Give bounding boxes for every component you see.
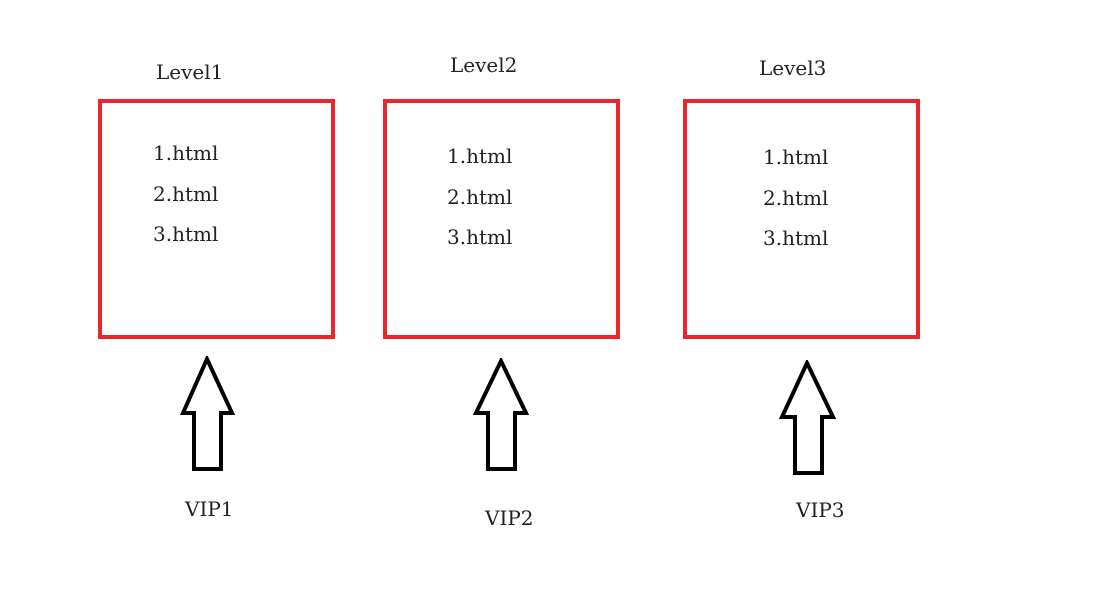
file-item: 1.html — [447, 144, 513, 168]
vip-label-1: VIP1 — [185, 497, 234, 521]
level-title-1: Level1 — [156, 60, 224, 84]
file-item: 2.html — [447, 185, 513, 209]
level-title-3: Level3 — [759, 56, 827, 80]
file-item: 3.html — [763, 226, 829, 250]
file-item: 1.html — [153, 141, 219, 165]
up-arrow-icon — [473, 358, 529, 471]
file-item: 1.html — [763, 145, 829, 169]
up-arrow-icon — [779, 360, 837, 475]
file-item: 3.html — [153, 222, 219, 246]
file-item: 3.html — [447, 225, 513, 249]
level-box-2: 1.html 2.html 3.html — [383, 99, 620, 339]
level-box-3: 1.html 2.html 3.html — [683, 99, 920, 339]
file-item: 2.html — [153, 182, 219, 206]
level-box-1: 1.html 2.html 3.html — [98, 99, 335, 339]
vip-label-2: VIP2 — [485, 506, 534, 530]
file-item: 2.html — [763, 186, 829, 210]
vip-label-3: VIP3 — [796, 498, 845, 522]
up-arrow-icon — [180, 356, 236, 471]
level-title-2: Level2 — [450, 53, 518, 77]
